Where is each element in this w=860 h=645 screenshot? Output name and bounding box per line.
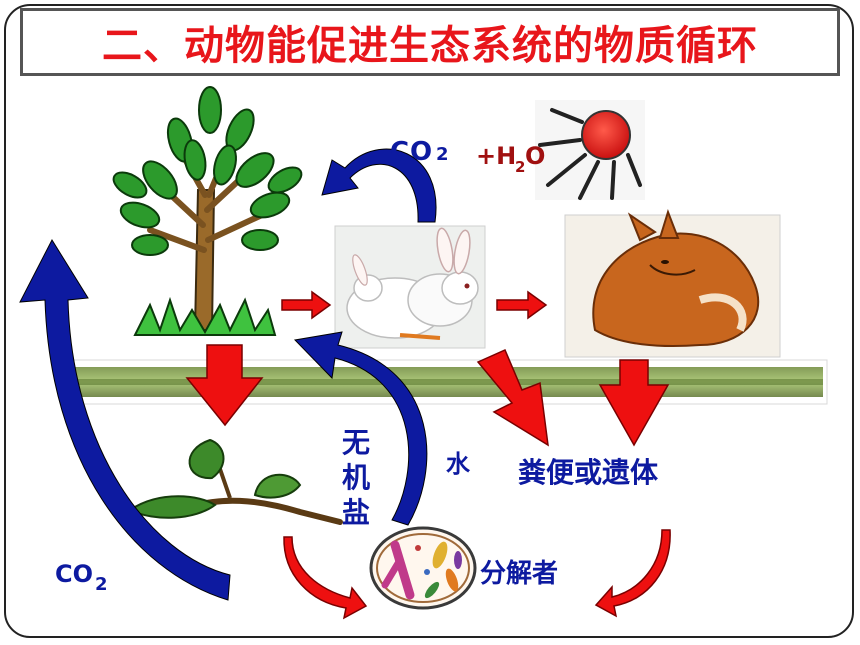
microbes-icon	[369, 526, 477, 610]
fox-down-arrow[interactable]	[598, 359, 670, 447]
h2o-label: +H 2 O	[476, 142, 545, 176]
h2o-prefix: +H	[476, 142, 516, 170]
minerals-char-1: 无	[342, 426, 370, 459]
feces-label: 粪便或遗体	[518, 456, 659, 489]
ground-strip	[71, 359, 828, 405]
minerals-char-3: 盐	[342, 496, 370, 529]
co2-arrow-left-cycle[interactable]	[19, 238, 231, 601]
h2o-sub: 2	[515, 158, 525, 176]
slide-frame	[4, 4, 854, 638]
leaf-to-decomposer-arrow[interactable]	[283, 536, 368, 620]
minerals-arrow-up[interactable]	[293, 331, 428, 526]
page-title: 二、动物能促进生态系统的物质循环	[102, 23, 758, 69]
minerals-label: 无 机 盐	[342, 426, 370, 529]
co2-left-sub: 2	[95, 574, 108, 595]
title-box: 二、动物能促进生态系统的物质循环	[20, 8, 840, 76]
tree-icon	[112, 86, 303, 336]
sun-icon	[535, 100, 645, 200]
tree-down-arrow[interactable]	[185, 344, 264, 427]
rabbit-down-arrow[interactable]	[476, 349, 549, 447]
co2-top-c: C	[390, 137, 409, 167]
rabbit-icon	[334, 225, 486, 349]
co2-top-sub: 2	[436, 144, 449, 165]
co2-top-o: O	[410, 137, 432, 167]
co2-top-label: C O 2	[390, 137, 449, 167]
co2-left-text: CO	[55, 560, 93, 588]
fox-icon	[564, 208, 781, 358]
water-label: 水	[446, 450, 471, 478]
co2-left-label: CO 2	[55, 560, 108, 595]
tree-to-rabbit-arrow[interactable]	[281, 290, 332, 320]
feces-to-decomposer-arrow[interactable]	[594, 529, 671, 618]
h2o-suffix: O	[525, 142, 545, 170]
rabbit-to-fox-arrow[interactable]	[496, 290, 548, 320]
co2-arrow-to-tree[interactable]	[321, 148, 437, 223]
minerals-char-2: 机	[342, 461, 370, 494]
decomposer-label: 分解者	[480, 559, 558, 589]
leaf-branch-icon	[127, 438, 343, 525]
